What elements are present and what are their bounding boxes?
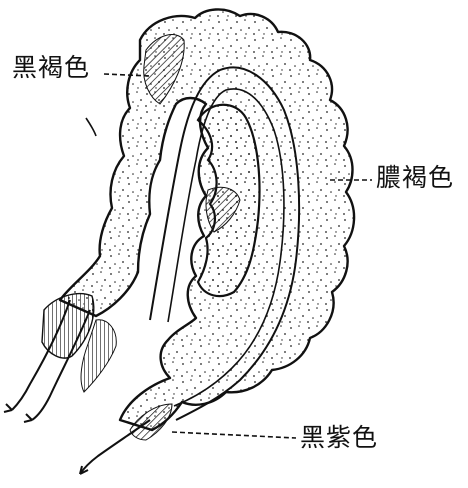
vessel-stem-bottom xyxy=(80,420,150,474)
small-stroke-left xyxy=(86,118,96,136)
arrow-left-icon xyxy=(4,404,12,412)
arrow-left-2-icon xyxy=(24,414,32,422)
label-dark-brown: 黑褐色 xyxy=(12,54,90,82)
leader-line-bottom xyxy=(172,432,296,438)
label-dark-purple: 黑紫色 xyxy=(300,424,378,452)
label-purulent-brown: 膿褐色 xyxy=(376,164,454,192)
